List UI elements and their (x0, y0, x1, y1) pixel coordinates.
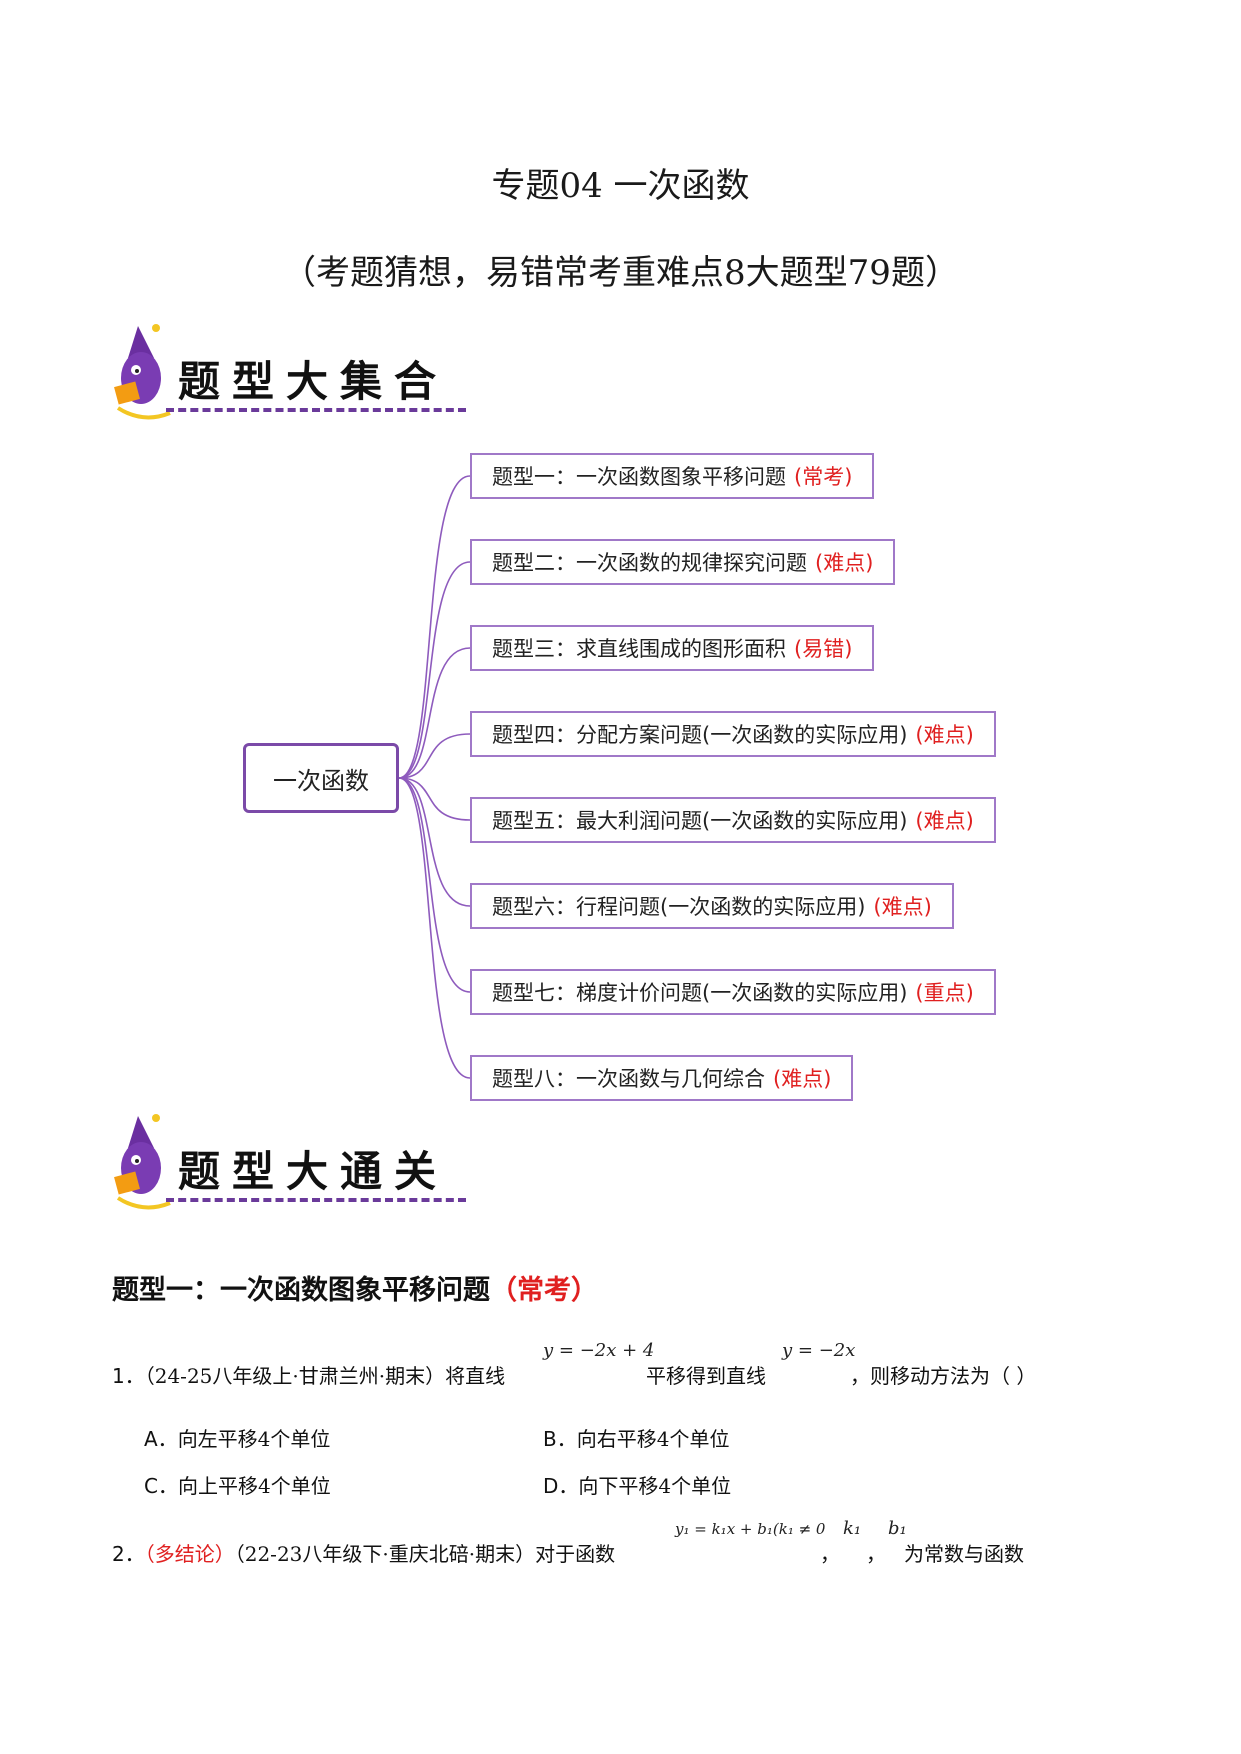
node-label: 题型五：最大利润问题(一次函数的实际应用) (492, 809, 908, 833)
connector-line (398, 647, 471, 779)
node-tag: (常考) (794, 465, 853, 489)
node-tag: (易错) (794, 637, 853, 661)
page-subtitle: （考题猜想，易错常考重难点8大题型79题） (282, 253, 959, 293)
mindmap-node-6[interactable]: 题型六：行程问题(一次函数的实际应用) (难点) (470, 883, 954, 929)
variable-b1: b₁ (888, 1518, 907, 1539)
separator: ， (820, 1542, 840, 1566)
node-tag: (难点) (915, 723, 974, 747)
option-b[interactable]: B．向右平移4个单位 (543, 1423, 729, 1452)
question-number: 2． (112, 1542, 145, 1566)
question-tail-text: ，则移动方法为（ ） (850, 1364, 1037, 1388)
mindmap-node-3[interactable]: 题型三：求直线围成的图形面积 (易错) (470, 625, 875, 671)
wizard-mascot-icon (114, 1114, 171, 1210)
option-d[interactable]: D．向下平移4个单位 (543, 1470, 731, 1499)
question-1-line: 1．（24-25八年级上·甘肃兰州·期末）将直线 (112, 1360, 505, 1389)
question-tail-text: 为常数与函数 (904, 1542, 1024, 1566)
node-label: 题型七：梯度计价问题(一次函数的实际应用) (492, 981, 908, 1005)
variable-k1: k₁ (843, 1518, 862, 1539)
section-heading-text: 题型一：一次函数图象平移问题 (112, 1275, 490, 1306)
node-label: 题型一：一次函数图象平移问题 (492, 465, 786, 489)
page-title: 专题04 一次函数 (491, 166, 750, 206)
mindmap-node-7[interactable]: 题型七：梯度计价问题(一次函数的实际应用) (重点) (470, 969, 996, 1015)
connector-line (398, 777, 471, 993)
banner-type-collection: 题型大集合 (108, 318, 468, 428)
mindmap-node-4[interactable]: 题型四：分配方案问题(一次函数的实际应用) (难点) (470, 711, 996, 757)
section-heading-tag: （常考） (490, 1275, 598, 1306)
equation-2: y = −2x (782, 1340, 856, 1361)
question-source: （22-23八年级下·重庆北碚·期末）对于函数 (234, 1542, 616, 1566)
banner-title: 题型大集合 (178, 357, 449, 406)
connector-line (398, 777, 471, 821)
question-2-line: 2．（多结论）（22-23八年级下·重庆北碚·期末）对于函数 (112, 1538, 615, 1567)
option-text: 向右平移4个单位 (576, 1427, 730, 1451)
connector-line (398, 475, 471, 779)
node-label: 题型六：行程问题(一次函数的实际应用) (492, 895, 866, 919)
option-text: 向上平移4个单位 (177, 1474, 331, 1498)
question-tag: （多结论） (144, 1542, 235, 1566)
option-letter: B． (543, 1427, 577, 1451)
node-tag: (难点) (873, 895, 932, 919)
node-tag: (重点) (915, 981, 974, 1005)
option-letter: A． (144, 1427, 178, 1451)
node-tag: (难点) (915, 809, 974, 833)
connector-line (398, 561, 471, 779)
banner-type-practice: 题型大通关 (108, 1108, 468, 1218)
option-text: 向左平移4个单位 (177, 1427, 331, 1451)
connector-line (398, 777, 471, 1079)
option-letter: C． (144, 1474, 178, 1498)
banner-divider (166, 408, 466, 412)
wizard-mascot-icon (114, 324, 171, 420)
mindmap-node-2[interactable]: 题型二：一次函数的规律探究问题 (难点) (470, 539, 896, 585)
option-c[interactable]: C．向上平移4个单位 (144, 1470, 331, 1499)
mindmap-node-1[interactable]: 题型一：一次函数图象平移问题 (常考) (470, 453, 875, 499)
mindmap-node-5[interactable]: 题型五：最大利润问题(一次函数的实际应用) (难点) (470, 797, 996, 843)
connector-line (398, 777, 471, 907)
option-a[interactable]: A．向左平移4个单位 (144, 1423, 330, 1452)
equation-1: y = −2x + 4 (543, 1340, 655, 1361)
node-tag: (难点) (815, 551, 874, 575)
option-letter: D． (543, 1474, 579, 1498)
question-source: （24-25八年级上·甘肃兰州·期末）将直线 (144, 1364, 506, 1388)
connector-line (398, 733, 471, 779)
node-label: 题型二：一次函数的规律探究问题 (492, 551, 807, 575)
question-number: 1． (112, 1364, 145, 1388)
mindmap-center-node: 一次函数 (243, 743, 399, 813)
node-label: 题型三：求直线围成的图形面积 (492, 637, 786, 661)
node-tag: (难点) (773, 1067, 832, 1091)
question-mid-text: 平移得到直线 (646, 1364, 766, 1388)
banner-title: 题型大通关 (178, 1147, 449, 1196)
section-heading: 题型一：一次函数图象平移问题（常考） (112, 1268, 598, 1307)
mindmap-node-8[interactable]: 题型八：一次函数与几何综合 (难点) (470, 1055, 854, 1101)
node-label: 题型八：一次函数与几何综合 (492, 1067, 765, 1091)
equation-3: y₁ = k₁x + b₁(k₁ ≠ 0 (675, 1520, 826, 1538)
separator: ， (866, 1542, 886, 1566)
node-label: 题型四：分配方案问题(一次函数的实际应用) (492, 723, 908, 747)
option-text: 向下平移4个单位 (578, 1474, 732, 1498)
banner-divider (166, 1198, 466, 1202)
